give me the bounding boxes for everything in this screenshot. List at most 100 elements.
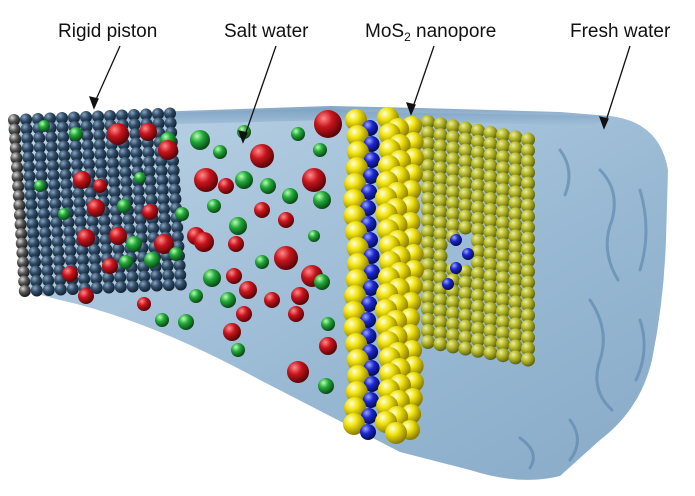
sulfur-atom: [343, 301, 365, 323]
chloride-ion: [213, 145, 227, 159]
piston-atom: [33, 141, 46, 154]
piston-atom: [102, 272, 115, 284]
piston-atom: [69, 140, 82, 152]
piston-atom: [45, 141, 58, 153]
membrane-back-atom: [521, 352, 535, 367]
chloride-ion: [203, 269, 221, 287]
piston-atom: [58, 150, 71, 162]
chloride-ion: [321, 317, 335, 331]
membrane-back-atom: [471, 343, 485, 358]
piston-atom: [35, 170, 48, 182]
sodium-ion: [77, 229, 95, 247]
membrane-back-atom: [433, 326, 448, 341]
piston-atom: [77, 254, 89, 266]
membrane-back-atom: [508, 229, 523, 244]
membrane-back-atom: [483, 269, 498, 283]
piston-edge-atom: [12, 190, 25, 202]
sodium-ion: [274, 246, 298, 270]
piston-atom: [48, 179, 61, 191]
sodium-ion: [218, 178, 234, 194]
mos2-label-subscript: 2: [404, 30, 411, 44]
membrane-back-atom: [521, 242, 535, 257]
membrane-back-atom: [483, 148, 498, 162]
piston-atom: [82, 149, 95, 161]
sodium-ion: [194, 168, 218, 192]
piston-atom: [122, 214, 135, 226]
piston-atom: [76, 244, 89, 257]
membrane-back-atom: [508, 328, 523, 343]
piston-edge-atom: [14, 218, 27, 231]
piston-atom: [56, 112, 68, 124]
piston-atom: [93, 139, 106, 151]
membrane-back-atom: [421, 214, 435, 228]
membrane-back-atom: [496, 183, 510, 198]
piston-atom: [30, 275, 43, 287]
piston-atom: [63, 235, 76, 248]
membrane-back-atom: [471, 310, 485, 325]
piston-atom: [24, 189, 37, 202]
membrane-back-atom: [521, 143, 535, 158]
membrane-back-atom: [521, 154, 535, 169]
membrane-back-atom: [521, 308, 535, 323]
membrane-back-atom: [471, 134, 485, 149]
piston-atom: [155, 165, 168, 177]
piston-atom: [20, 113, 32, 126]
membrane-back-atom: [458, 198, 473, 213]
membrane-back-atom: [471, 200, 485, 215]
chloride-ion: [229, 217, 247, 235]
chloride-ion: [207, 199, 221, 213]
membrane-back-atom: [496, 238, 510, 253]
piston-atom: [88, 244, 101, 256]
piston-atom: [63, 226, 76, 238]
sodium-ion: [226, 268, 242, 284]
membrane-back-atom: [433, 216, 448, 231]
molybdenum-atom: [362, 168, 379, 184]
piston-atom: [41, 255, 53, 268]
membrane-back-atom: [421, 258, 435, 272]
membrane-back-atom: [496, 348, 510, 363]
membrane-back-atom: [483, 170, 498, 184]
piston-atom: [38, 217, 51, 230]
piston-atom: [152, 117, 165, 130]
piston-atom: [42, 274, 55, 287]
membrane-back-atom: [421, 115, 435, 129]
piston-edge-atom: [16, 247, 29, 259]
membrane-back-atom: [421, 313, 435, 327]
membrane-back-atom: [508, 163, 523, 178]
piston-atom: [93, 129, 106, 142]
piston-atom: [54, 283, 67, 296]
piston-edge-atom: [8, 123, 21, 136]
membrane-back-atom: [421, 335, 435, 349]
piston-atom: [80, 111, 92, 123]
membrane-back-atom: [458, 275, 473, 290]
piston-atom: [29, 265, 42, 278]
piston-atom: [126, 271, 139, 283]
sulfur-atom: [345, 157, 368, 179]
molybdenum-atom: [361, 408, 378, 424]
sodium-ion: [93, 179, 107, 193]
piston-atom: [59, 169, 72, 181]
sodium-ion: [107, 123, 129, 145]
sodium-ion: [78, 288, 94, 304]
sodium-ion: [254, 202, 270, 218]
piston-atom: [52, 245, 65, 258]
piston-atom: [159, 222, 172, 234]
piston-atom: [20, 123, 33, 135]
membrane-back-atom: [496, 227, 510, 242]
piston-atom: [41, 265, 54, 277]
membrane-back-atom: [483, 225, 498, 239]
piston-atom: [129, 137, 142, 150]
piston-atom: [47, 160, 59, 172]
membrane-back-atom: [508, 317, 523, 332]
membrane-back-atom: [446, 306, 460, 321]
sodium-ion: [228, 236, 244, 252]
piston-atom: [144, 175, 157, 187]
sulfur-atom: [343, 189, 365, 211]
salt-water-arrowhead: [237, 130, 248, 144]
piston-atom: [56, 121, 69, 134]
membrane-back-atom: [483, 236, 498, 250]
sulfur-atom: [346, 253, 369, 275]
piston-atom: [171, 221, 184, 234]
piston-atom: [128, 118, 141, 131]
